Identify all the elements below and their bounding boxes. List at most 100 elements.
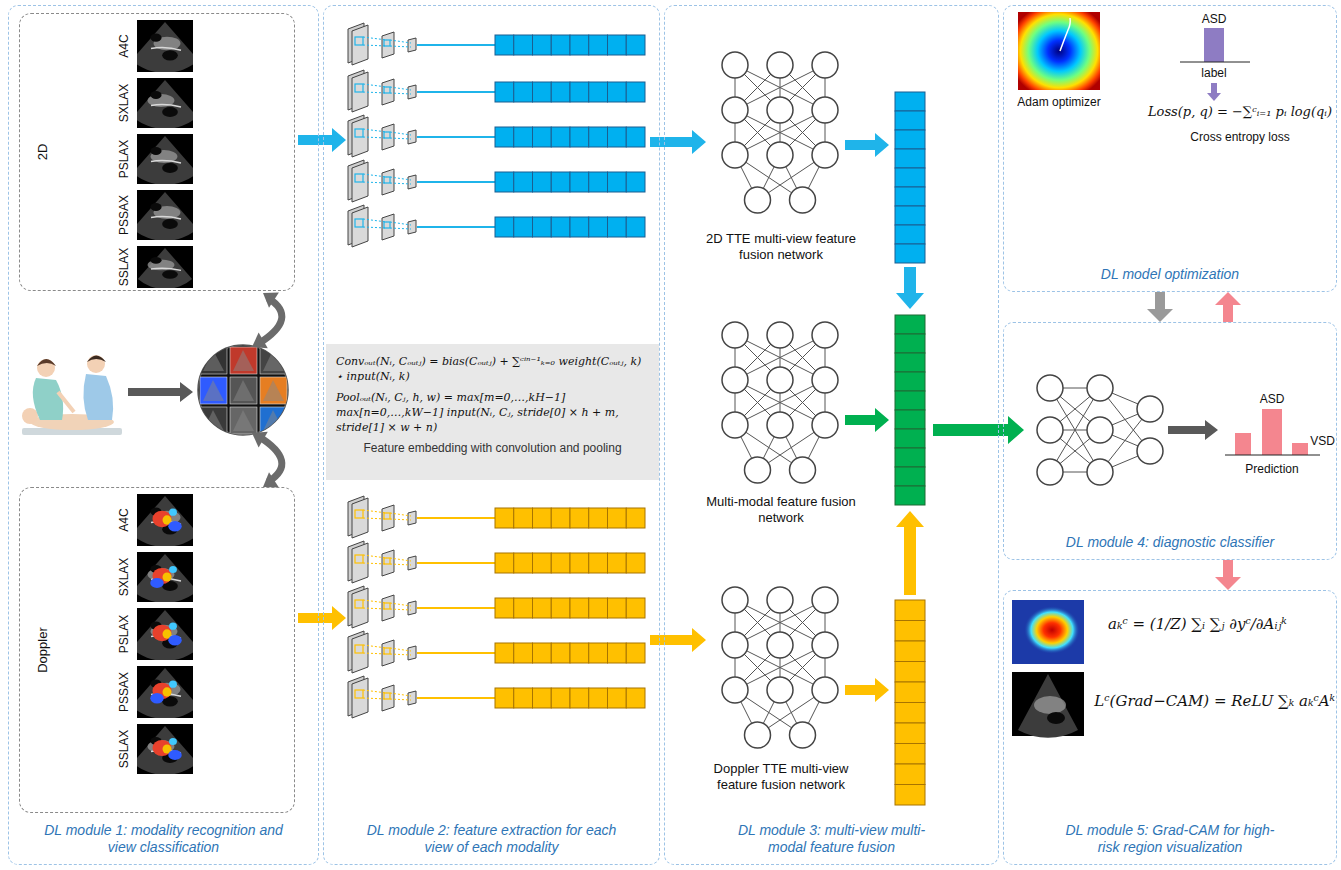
feature-vector: [495, 82, 514, 102]
conv-kernel: [355, 219, 363, 227]
feature-vector: [626, 35, 645, 55]
feature-vector: [514, 688, 533, 708]
conv-kernel: [390, 519, 411, 520]
feature-vector: [626, 553, 645, 573]
feature-vector: [533, 35, 552, 55]
view-label: PSSAX: [117, 672, 131, 712]
view-label: PSLAX: [117, 615, 131, 654]
feature-vector: [608, 643, 627, 663]
module-panel: DL module 1: modality recognition and vi…: [8, 5, 319, 865]
echo-view: SXLAX: [137, 78, 193, 128]
arrow-part: [1215, 292, 1241, 305]
echo-image-part: [169, 681, 177, 688]
embedding-link: [417, 44, 495, 46]
feature-vector: [895, 187, 925, 206]
process-arrow: [128, 382, 193, 402]
feature-vector: [570, 688, 589, 708]
network-neuron: [767, 322, 793, 348]
echo-view: PSSAX: [137, 666, 193, 718]
conv-kernel: [384, 40, 390, 46]
feature-vector: [589, 35, 608, 55]
echo-image-part: [163, 573, 172, 582]
conv-kernel: [355, 84, 363, 92]
network-neuron: [722, 97, 748, 123]
feature-vector: [551, 35, 570, 55]
echo-image-part: [162, 163, 178, 173]
flow-arrow: [1215, 560, 1241, 590]
conv-feature-map: [408, 601, 416, 615]
gradcam-heatmap: [1012, 600, 1084, 664]
feature-vector: [495, 598, 514, 618]
feature-vector: [551, 127, 570, 147]
feature-vector: [895, 225, 925, 244]
conv-kernel: [363, 563, 387, 564]
module-panel: DL module 3: multi-view multi-modal feat…: [664, 5, 999, 865]
conv-kernel: [384, 177, 390, 183]
network-neuron: [767, 587, 793, 613]
echo-view: SSLAX: [137, 724, 193, 774]
gradcam-heatmap: [1024, 606, 1080, 654]
feature-vector: [514, 127, 533, 147]
network-neuron: [812, 412, 838, 438]
feature-vector: [895, 92, 925, 111]
echo-image-part: [150, 91, 161, 99]
feature-vector: [514, 598, 533, 618]
echo-image-part: [137, 496, 193, 546]
echo-view: PSLAX: [137, 134, 193, 184]
network-neuron: [767, 632, 793, 658]
feature-vector: [533, 172, 552, 192]
view-label: PSLAX: [117, 140, 131, 179]
feature-vector: [551, 553, 570, 573]
echo-image-part: [151, 48, 181, 51]
conv-kernel: [363, 653, 387, 654]
conv-kernel: [384, 87, 390, 93]
feature-vector: [514, 643, 533, 663]
echo-collage: [203, 410, 224, 431]
feature-vector: [495, 35, 514, 55]
feature-vector: [570, 508, 589, 528]
formula: Lᶜ(Grad−CAM) = ReLU ∑ₖ aₖᶜAᵏ: [1094, 692, 1335, 710]
echo-collage: [260, 407, 287, 434]
module-panel: DL module 4: diagnostic classifier: [1003, 322, 1337, 560]
conv-feature-map: [352, 25, 368, 65]
network-neuron: [1037, 417, 1063, 443]
network-neuron: [722, 52, 748, 78]
conv-kernel: [363, 510, 387, 513]
echo-collage: [203, 380, 224, 401]
network-neuron: [812, 322, 838, 348]
network-block: Doppler TTE multi-view feature fusion ne…: [691, 586, 871, 793]
echo-collage: [233, 410, 254, 431]
prediction-bar: [1262, 409, 1282, 455]
flow-arrow: [845, 678, 889, 702]
conv-feature-map: [382, 169, 394, 195]
conv-feature-map: [352, 162, 368, 202]
echo-image-part: [137, 668, 193, 718]
feature-vector: [570, 643, 589, 663]
flow-arrow: [845, 133, 889, 157]
conv-feature-map: [352, 543, 368, 583]
feature-vector: [895, 662, 925, 683]
arrow-part: [1223, 305, 1233, 322]
network-neuron: [767, 52, 793, 78]
conv-kernel: [363, 137, 387, 138]
formula-caption: Feature embedding with convolution and p…: [336, 441, 649, 456]
feature-vector: [895, 703, 925, 724]
echo-image: [137, 494, 193, 546]
echo-collage: [230, 407, 257, 434]
conv-kernel: [390, 132, 411, 135]
feature-vector: [551, 82, 570, 102]
echo-collage: [233, 380, 254, 401]
conv-kernel: [355, 690, 363, 698]
echo-image-part: [137, 136, 193, 184]
network-neuron: [812, 142, 838, 168]
conv-kernel: [363, 37, 387, 40]
feature-vector: [589, 598, 608, 618]
conv-kernel: [384, 648, 390, 654]
conv-feature-map: [408, 220, 416, 234]
feature-vector: [514, 508, 533, 528]
text-label: Adam optimizer: [1017, 95, 1100, 109]
echo-image-part: [150, 257, 161, 264]
conv-feature-map: [352, 498, 368, 538]
echo-image-part: [150, 578, 163, 588]
